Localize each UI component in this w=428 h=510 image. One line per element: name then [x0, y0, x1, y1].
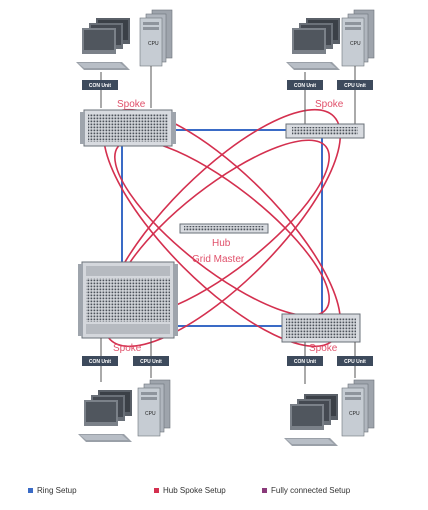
hub-spoke-loop-1	[102, 108, 342, 348]
cpu-tower-label: CPU	[350, 41, 361, 47]
svg-text:CON Unit: CON Unit	[89, 359, 112, 365]
chassis-bottom-left	[78, 261, 178, 339]
legend-item-ring: Ring Setup	[28, 486, 77, 495]
workstation-top-left: CPU	[76, 9, 173, 70]
switch-top-right	[285, 123, 365, 139]
cpu-tower-label: CPU	[145, 411, 156, 417]
legend: Ring Setup Hub Spoke Setup Fully connect…	[0, 482, 428, 502]
workstation-bottom-right: CPU	[284, 379, 375, 446]
legend-ring-label: Ring Setup	[37, 486, 77, 495]
svg-text:CPU Unit: CPU Unit	[344, 359, 366, 365]
spoke-label-bottom-right: Spoke	[309, 343, 338, 354]
cpu-tower-label: CPU	[349, 411, 360, 417]
con-unit-bottom-left: CON Unit	[82, 356, 118, 366]
hub-spoke-loop-4	[114, 139, 330, 317]
switch-top-left	[80, 109, 176, 147]
hub-spoke-swatch	[154, 488, 159, 493]
legend-fully-connected-label: Fully connected Setup	[271, 486, 351, 495]
cpu-unit-top-right: CPU Unit	[337, 80, 373, 90]
hub-switch	[179, 223, 269, 234]
legend-item-hub-spoke: Hub Spoke Setup	[154, 486, 226, 495]
svg-text:CPU Unit: CPU Unit	[344, 83, 366, 89]
cpu-tower-label: CPU	[148, 41, 159, 47]
svg-text:CPU Unit: CPU Unit	[140, 359, 162, 365]
hub-label: Hub	[212, 238, 231, 249]
con-unit-top-left: CON Unit	[82, 80, 118, 90]
ring-connection	[121, 129, 323, 327]
switch-bottom-right	[281, 313, 361, 343]
legend-item-fully-connected: Fully connected Setup	[262, 486, 350, 495]
svg-text:CON Unit: CON Unit	[89, 83, 112, 89]
svg-text:CON Unit: CON Unit	[294, 359, 317, 365]
spoke-label-top-left: Spoke	[117, 99, 146, 110]
workstation-bottom-left: CPU	[78, 379, 171, 442]
workstation-top-right: CPU	[286, 9, 375, 70]
hub-sub-label: Grid Master	[192, 254, 245, 265]
cpu-unit-bottom-right: CPU Unit	[337, 356, 373, 366]
spoke-label-top-right: Spoke	[315, 99, 344, 110]
svg-text:CON Unit: CON Unit	[294, 83, 317, 89]
legend-hub-spoke-label: Hub Spoke Setup	[163, 486, 226, 495]
con-unit-top-right: CON Unit	[287, 80, 323, 90]
spoke-label-bottom-left: Spoke	[113, 343, 142, 354]
ring-swatch	[28, 488, 33, 493]
cpu-unit-bottom-left: CPU Unit	[133, 356, 169, 366]
con-unit-bottom-right: CON Unit	[287, 356, 323, 366]
fully-connected-swatch	[262, 488, 267, 493]
